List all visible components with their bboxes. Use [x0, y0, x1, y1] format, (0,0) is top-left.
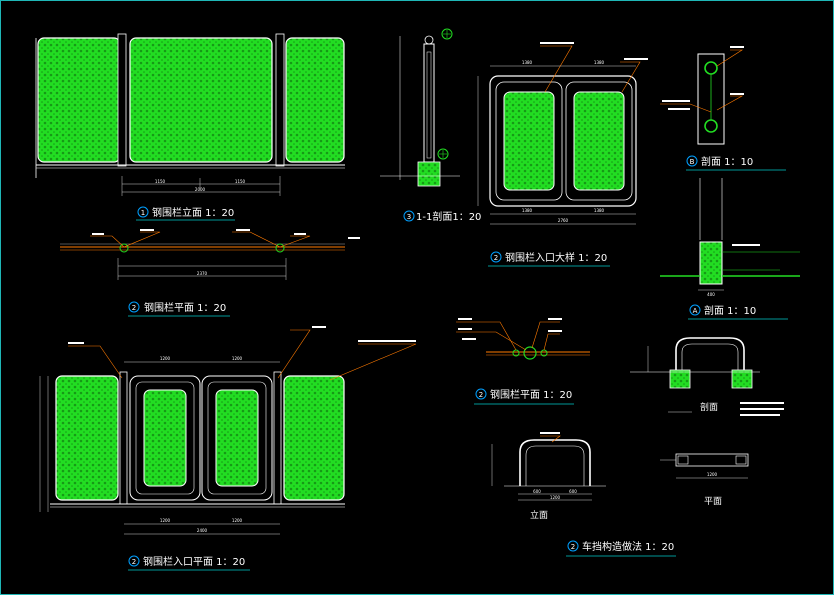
fence-plan-view: 2370 2 钢围栏平面 1：20	[60, 229, 360, 317]
caption-number: B	[690, 158, 695, 166]
view-title: 车挡构造做法 1：20	[582, 540, 674, 553]
dim-text: 2370	[197, 271, 208, 276]
dim-text: 1200	[550, 495, 561, 500]
footing	[669, 369, 691, 389]
footing	[731, 369, 753, 389]
dim-text: 2400	[197, 528, 208, 533]
caption-number-circle	[567, 540, 579, 552]
dim-text: 1380	[522, 60, 533, 65]
gate-mesh-panel	[143, 389, 187, 487]
caption-number-circle	[137, 206, 149, 218]
caption-number: 2	[132, 558, 136, 566]
dim-text: 1380	[594, 60, 605, 65]
barrier-elevation-view: 600 600 1200 立面	[491, 432, 606, 521]
dim-text: 2000	[195, 187, 206, 192]
view-title: 剖面 1：10	[704, 304, 756, 317]
view-label: 平面	[704, 496, 722, 507]
gate-mesh-panel	[215, 389, 259, 487]
view-title: 剖面 1：10	[701, 155, 753, 168]
caption-number-circle	[403, 210, 415, 222]
mesh-panel-right	[285, 37, 345, 163]
post	[275, 33, 285, 167]
foundation	[699, 241, 723, 285]
dim-text: 1150	[155, 179, 166, 184]
view-title: 钢围栏平面 1：20	[490, 388, 572, 401]
view-label: 剖面	[700, 401, 718, 413]
dim-text: 1200	[160, 518, 171, 523]
view-title: 1-1剖面1：20	[416, 210, 481, 223]
dim-text: 2760	[558, 218, 569, 223]
section-a-view: 400 A 剖面 1：10	[660, 178, 800, 320]
gate-entrance-view: 1200 1200 1200 1200 2400 2 钢围栏入口平面 1：20	[39, 326, 417, 571]
post	[273, 371, 282, 505]
section-1-1-view: 3 1-1剖面1：20	[380, 28, 481, 223]
caption-number: A	[693, 307, 698, 315]
barrier-section-view: 剖面	[630, 337, 784, 416]
dim-text: 1200	[707, 472, 718, 477]
gate-mesh-panel	[503, 91, 555, 191]
dim-text: 400	[707, 292, 715, 297]
barrier-plan-view: 1200 平面	[660, 453, 749, 507]
caption-number-circle	[128, 301, 140, 313]
view-label: 立面	[530, 509, 548, 521]
dim-text: 1380	[522, 208, 533, 213]
caption-number: 2	[571, 543, 575, 551]
post	[117, 33, 127, 167]
caption-number: 1	[141, 209, 145, 217]
fence-plan-detail-view: 2 钢围栏平面 1：20	[456, 318, 590, 405]
view-title: 钢围栏入口平面 1：20	[143, 555, 245, 568]
dim-text: 1150	[235, 179, 246, 184]
gate-detail-view: 1380 1380 1380 1380 2760 2 钢围栏入口大样 1：20	[477, 42, 648, 267]
dim-text: 1380	[594, 208, 605, 213]
foundation	[417, 161, 441, 187]
caption-number-circle	[689, 304, 701, 316]
mesh-panel-left	[37, 37, 121, 163]
caption-number: 2	[132, 304, 136, 312]
view-title: 钢围栏立面 1：20	[152, 206, 234, 219]
mesh-panel-right	[283, 375, 345, 501]
caption-number-circle	[475, 388, 487, 400]
view-title: 钢围栏平面 1：20	[144, 301, 226, 314]
view-title: 钢围栏入口大样 1：20	[505, 251, 607, 264]
dim-text: 600	[569, 489, 577, 494]
dim-text: 1200	[232, 518, 243, 523]
caption-number-circle	[490, 251, 502, 263]
barrier-caption: 2 车挡构造做法 1：20	[566, 540, 676, 557]
fence-elevation-view: 1150 1150 2000 1 钢围栏立面 1：20	[35, 33, 345, 221]
caption-number-circle	[128, 555, 140, 567]
dim-text: 600	[533, 489, 541, 494]
caption-number: 2	[494, 254, 498, 262]
mesh-panel-left	[55, 375, 119, 501]
gate-mesh-panel	[573, 91, 625, 191]
caption-number: 3	[407, 213, 411, 221]
mesh-panel-center	[129, 37, 273, 163]
dim-text: 1200	[232, 356, 243, 361]
section-b-view: B 剖面 1：10	[660, 46, 786, 171]
dim-text: 1200	[160, 356, 171, 361]
caption-number-circle	[686, 155, 698, 167]
caption-number: 2	[479, 391, 483, 399]
post	[119, 371, 128, 505]
